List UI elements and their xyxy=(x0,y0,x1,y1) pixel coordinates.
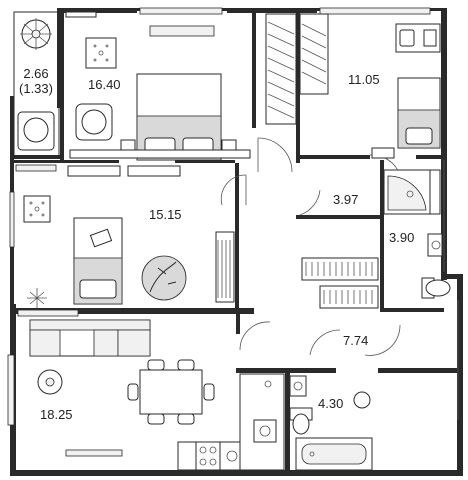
desk-icon xyxy=(395,23,441,53)
room-area-value: 2.66 xyxy=(23,66,49,81)
room-area-value: 16.40 xyxy=(88,77,121,92)
room-area-living-kitchen: 18.25 xyxy=(40,407,73,422)
interior-walls xyxy=(14,8,460,474)
room-area-value: 4.30 xyxy=(318,396,344,411)
room-area-value: 3.90 xyxy=(389,230,415,245)
room-area-value: 3.97 xyxy=(333,192,359,207)
doors xyxy=(220,137,401,356)
balcony-furniture xyxy=(17,18,55,151)
corridor-furniture xyxy=(301,257,379,309)
living-kitchen-furniture xyxy=(29,319,285,471)
rug-icon xyxy=(37,369,63,395)
bedroom-2-furniture xyxy=(265,13,441,159)
toilet-icon xyxy=(421,277,451,299)
plant-icon xyxy=(27,288,47,308)
room-area-balcony: 2.66 (1.33) xyxy=(18,66,54,96)
room-area-value: 15.15 xyxy=(149,207,182,222)
wardrobe-icon xyxy=(215,231,235,303)
windows xyxy=(7,7,431,457)
plant-icon xyxy=(20,18,52,50)
armchair-icon xyxy=(17,111,55,151)
wardrobe-icon xyxy=(301,257,379,281)
sofa-icon xyxy=(29,319,151,357)
room-area-bedroom-2: 11.05 xyxy=(348,72,380,87)
room-area-corridor: 3.97 xyxy=(333,192,358,207)
wardrobe-icon xyxy=(265,13,297,125)
desk-icon xyxy=(85,37,117,69)
bathroom-1-furniture xyxy=(383,169,451,299)
bathtub-icon xyxy=(295,437,373,471)
stove-icon xyxy=(195,441,221,471)
dining-table-icon xyxy=(127,359,215,425)
bed-icon xyxy=(73,217,123,305)
room-area-bedroom-3: 15.15 xyxy=(149,207,182,222)
rug-icon xyxy=(141,255,187,301)
room-area-hall: 7.74 xyxy=(343,333,368,348)
wardrobe-icon xyxy=(319,285,379,309)
room-area-value: 11.05 xyxy=(348,72,380,87)
sink-icon xyxy=(427,233,443,257)
bed-icon xyxy=(397,77,441,149)
room-area-bedroom-1: 16.40 xyxy=(88,77,121,92)
armchair-icon xyxy=(75,103,113,141)
toilet-icon xyxy=(289,407,313,435)
room-area-subvalue: (1.33) xyxy=(19,81,53,96)
sink-icon xyxy=(289,375,307,397)
room-area-bathroom-1: 3.90 xyxy=(389,230,414,245)
bedroom-1-furniture xyxy=(65,11,251,161)
room-area-bathroom-2: 4.30 xyxy=(318,396,343,411)
room-area-value: 18.25 xyxy=(40,407,73,422)
bed-icon xyxy=(136,73,222,161)
room-area-value: 7.74 xyxy=(343,333,369,348)
bathroom-2-furniture xyxy=(289,375,373,471)
bedroom-3-furniture xyxy=(23,165,235,308)
shower-icon xyxy=(383,169,431,215)
desk-icon xyxy=(23,195,51,223)
wardrobe-icon xyxy=(299,13,329,95)
